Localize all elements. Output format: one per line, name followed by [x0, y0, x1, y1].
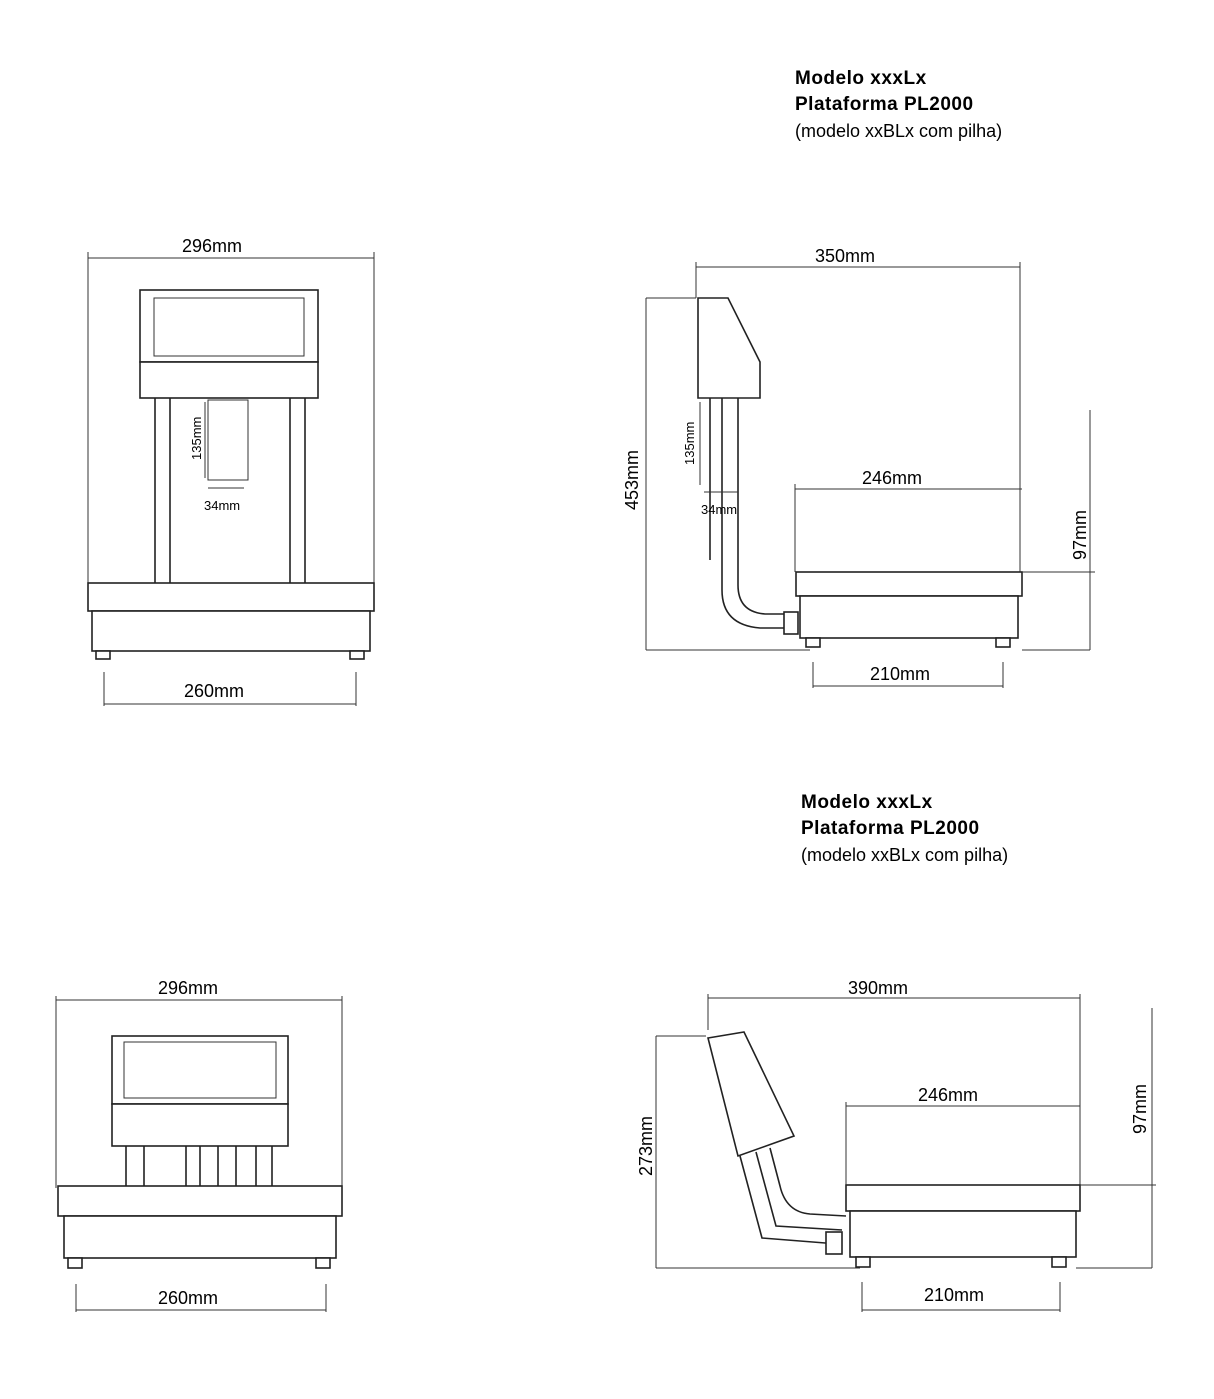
base-label: 210mm	[924, 1285, 984, 1305]
base-label: 210mm	[870, 664, 930, 684]
width-label: 296mm	[182, 236, 242, 256]
front-view-low: 296mm 260mm	[55, 978, 343, 1312]
depth-label: 350mm	[815, 246, 875, 266]
column-height-label: 135mm	[189, 417, 204, 460]
column-height-label: 135mm	[682, 422, 697, 465]
depth-label: 390mm	[848, 978, 908, 998]
model-title: Modelo xxxLx	[795, 68, 927, 89]
model-title: Modelo xxxLx	[801, 792, 933, 813]
caption-top: Modelo xxxLx Plataforma PL2000 (modelo x…	[795, 66, 1002, 144]
base-label: 260mm	[184, 681, 244, 701]
model-subtitle: (modelo xxBLx com pilha)	[795, 121, 1003, 141]
platform-height-label: 97mm	[1070, 510, 1090, 560]
side-view-tall: 350mm 453mm 135mm 34mm 246mm 97mm	[622, 246, 1095, 688]
front-view-tall: 296mm 135mm 34mm 260mm	[87, 236, 375, 706]
height-label: 273mm	[636, 1116, 656, 1176]
platform-width-label: 246mm	[918, 1085, 978, 1105]
platform-title: Plataforma PL2000	[801, 818, 980, 839]
platform-height-label: 97mm	[1130, 1084, 1150, 1134]
base-label: 260mm	[158, 1288, 218, 1308]
model-subtitle: (modelo xxBLx com pilha)	[801, 845, 1009, 865]
column-width-label: 34mm	[204, 498, 240, 513]
caption-bottom: Modelo xxxLx Plataforma PL2000 (modelo x…	[801, 790, 1008, 868]
side-view-low: 390mm 273mm 246mm 97mm 210mm	[636, 978, 1156, 1312]
column-width-label: 34mm	[701, 502, 737, 517]
height-label: 453mm	[622, 450, 642, 510]
width-label: 296mm	[158, 978, 218, 998]
platform-title: Plataforma PL2000	[795, 94, 974, 115]
platform-width-label: 246mm	[862, 468, 922, 488]
